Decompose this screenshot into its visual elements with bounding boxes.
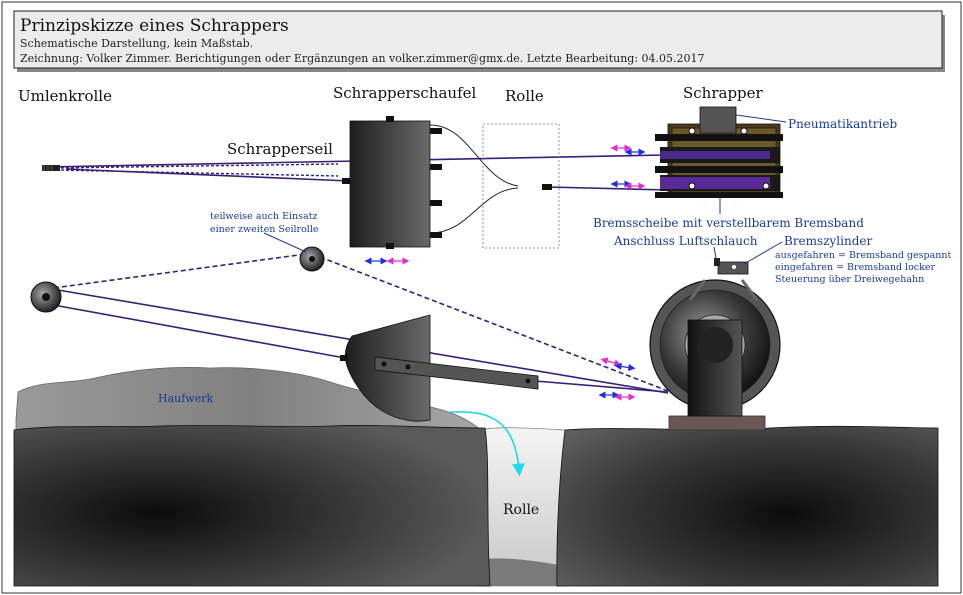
header-box (13, 10, 943, 69)
seilrolle-leader (263, 232, 307, 253)
schrapper-top-view (655, 106, 783, 198)
label-pneumatikantrieb: Pneumatikantrieb (788, 117, 897, 131)
scraper-base (668, 415, 766, 431)
rope-lower-3 (534, 380, 669, 393)
rope-dashed-seilrolle-a (45, 253, 307, 290)
rope-dashed-lower (55, 169, 339, 177)
rope-upper-3 (547, 186, 669, 191)
label-eingefahren: eingefahren = Bremsband locker (775, 262, 936, 273)
rolle-dotted-box (482, 123, 560, 249)
rope-lower-2 (47, 303, 346, 359)
schrapperschaufel-lower (340, 314, 539, 422)
label-rolle-bottom: Rolle (503, 502, 539, 518)
label-schrapperseil: Schrapperseil (227, 140, 333, 158)
flow-arrow (449, 410, 525, 477)
label-bremsscheibe: Bremsscheibe mit verstellbarem Bremsband (593, 216, 864, 230)
rock-left (13, 425, 491, 587)
page-title: Prinzipskizze eines Schrappers (20, 16, 289, 36)
umlenkrolle-clamp (42, 165, 60, 171)
label-seilrolle-1: teilweise auch Einsatz (210, 211, 318, 222)
subtitle: Schematische Darstellung, kein Maßstab. (20, 37, 253, 50)
direction-arrows (364, 144, 646, 401)
umlenkrolle-pulley (30, 281, 62, 313)
credits: Zeichnung: Volker Zimmer. Berichtigungen… (20, 52, 705, 65)
label-haufwerk: Haufwerk (158, 392, 213, 405)
label-bremszylinder: Bremszylinder (784, 234, 872, 248)
label-ausgefahren: ausgefahren = Bremsband gespannt (775, 250, 951, 261)
label-umlenkrolle: Umlenkrolle (18, 87, 112, 105)
schrapperschaufel-upper (342, 116, 552, 249)
label-schrapper: Schrapper (683, 84, 764, 102)
rock-right (556, 425, 939, 587)
label-seilrolle-2: einer zweiten Seilrolle (210, 224, 319, 235)
pneumatik-leader (735, 114, 787, 123)
anschluss-leader (713, 246, 717, 259)
bremszylinder-leader (743, 241, 783, 265)
label-steuerung: Steuerung über Dreiwegehahn (775, 274, 924, 285)
label-anschluss: Anschluss Luftschlauch (613, 234, 758, 248)
label-schrapperschaufel: Schrapperschaufel (333, 84, 476, 102)
rope-dashed-seilrolle-b (319, 256, 669, 392)
chute-bottom-debris (478, 558, 565, 586)
label-rolle-top: Rolle (505, 87, 544, 105)
schrapper-side-view (649, 258, 781, 417)
seilrolle-second (299, 246, 325, 272)
rope-dashed-top (55, 163, 339, 169)
